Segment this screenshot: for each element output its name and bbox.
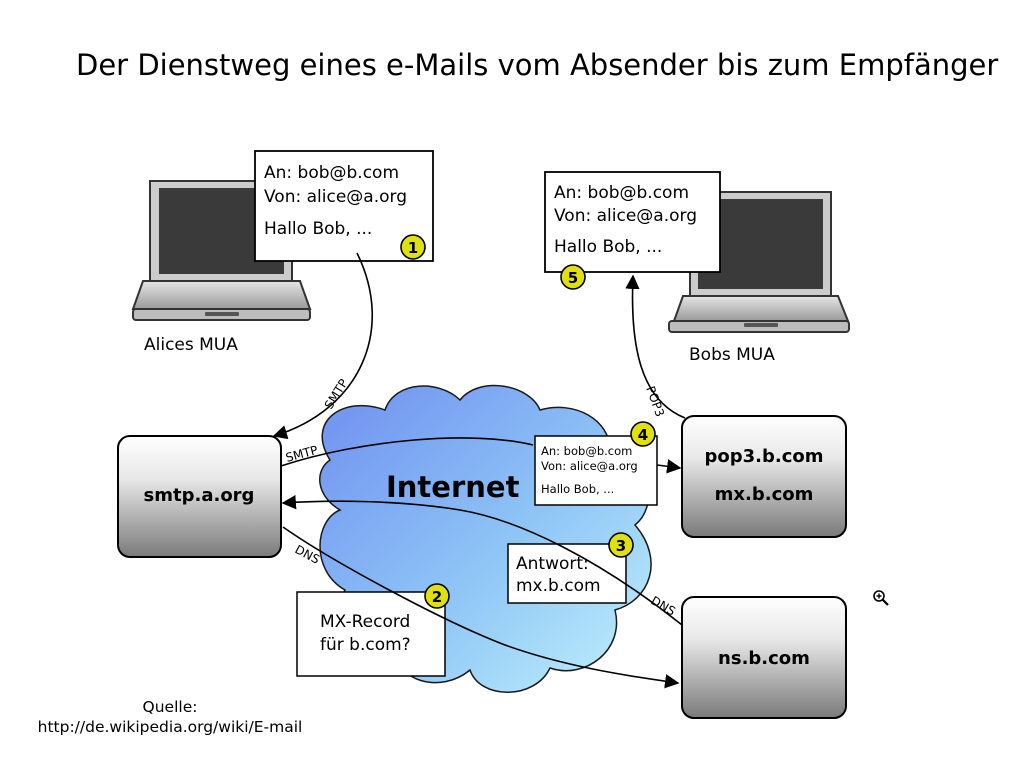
step-badge-3: 3 bbox=[608, 532, 634, 558]
mail-note-1: An: bob@b.com Von: alice@a.org Hallo Bob… bbox=[254, 150, 434, 262]
mail-from: Von: alice@a.org bbox=[554, 206, 697, 226]
protocol-label: SMTP bbox=[284, 443, 319, 465]
step-badge-1: 1 bbox=[400, 234, 426, 260]
server-label: mx.b.com bbox=[715, 484, 814, 505]
mail-note-5: An: bob@b.com Von: alice@a.org Hallo Bob… bbox=[544, 171, 721, 273]
bob-mua-label: Bobs MUA bbox=[689, 345, 775, 365]
mail-note-4: An: bob@b.com Von: alice@a.org Hallo Bob… bbox=[534, 435, 658, 506]
server-pop3-mx-b-com: pop3.b.com mx.b.com bbox=[681, 415, 847, 538]
svg-text:3: 3 bbox=[616, 537, 626, 555]
mail-to: An: bob@b.com bbox=[541, 444, 632, 458]
server-smtp-a-org: smtp.a.org bbox=[117, 435, 282, 558]
step-badge-5: 5 bbox=[560, 264, 586, 290]
svg-text:4: 4 bbox=[638, 426, 648, 444]
mx-query-line2: für b.com? bbox=[320, 635, 411, 655]
step-badge-4: 4 bbox=[630, 421, 656, 447]
server-label: pop3.b.com bbox=[704, 446, 823, 467]
mail-to: An: bob@b.com bbox=[554, 183, 689, 203]
alice-mua-label: Alices MUA bbox=[144, 335, 238, 355]
arrow-smtp-submit bbox=[272, 252, 373, 440]
mail-body: Hallo Bob, ... bbox=[264, 219, 372, 239]
server-ns-b-com: ns.b.com bbox=[681, 596, 847, 719]
slide-title: Der Dienstweg eines e-Mails vom Absender… bbox=[76, 48, 999, 82]
source-citation: Quelle: http://de.wikipedia.org/wiki/E-m… bbox=[20, 697, 320, 737]
mail-from: Von: alice@a.org bbox=[541, 459, 638, 473]
server-label: smtp.a.org bbox=[144, 485, 255, 506]
server-label: ns.b.com bbox=[718, 648, 810, 669]
arrow-dns-query bbox=[282, 526, 680, 689]
svg-text:1: 1 bbox=[408, 239, 418, 257]
mx-query-note: MX-Record für b.com? bbox=[296, 591, 446, 677]
mail-body: Hallo Bob, ... bbox=[554, 237, 662, 257]
source-link[interactable]: http://de.wikipedia.org/wiki/E-mail bbox=[37, 718, 303, 736]
protocol-label: DNS bbox=[649, 593, 678, 618]
protocol-label: DNS bbox=[293, 542, 322, 566]
source-label: Quelle: bbox=[142, 698, 198, 716]
arrow-pop3 bbox=[625, 274, 686, 419]
mail-body: Hallo Bob, ... bbox=[541, 482, 614, 496]
arrow-dns-answer bbox=[281, 494, 683, 626]
mx-answer-note: Antwort: mx.b.com bbox=[507, 543, 627, 604]
mx-answer-line2: mx.b.com bbox=[516, 576, 601, 596]
step-badge-2: 2 bbox=[424, 583, 450, 609]
mx-query-line1: MX-Record bbox=[320, 612, 410, 632]
internet-label: Internet bbox=[386, 470, 520, 504]
mail-from: Von: alice@a.org bbox=[264, 187, 407, 207]
connection-arrows bbox=[272, 252, 686, 689]
svg-text:2: 2 bbox=[432, 588, 442, 606]
arrow-smtp-relay-part1 bbox=[280, 437, 534, 467]
protocol-label: POP3 bbox=[643, 384, 667, 418]
mail-to: An: bob@b.com bbox=[264, 163, 399, 183]
protocol-label: SMTP bbox=[322, 377, 351, 412]
arrow-smtp-relay-part2 bbox=[656, 459, 682, 474]
svg-text:5: 5 bbox=[568, 269, 578, 287]
zoom-in-icon[interactable] bbox=[872, 589, 890, 607]
mx-answer-line1: Antwort: bbox=[516, 554, 589, 574]
